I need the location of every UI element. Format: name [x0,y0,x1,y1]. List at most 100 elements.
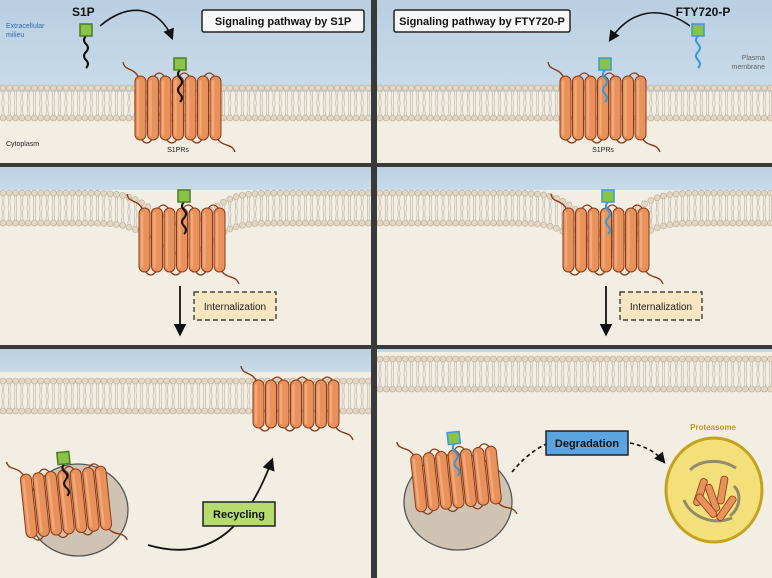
lipid-head [723,114,730,122]
lipid-tail [649,90,653,116]
lipid-tail [272,196,276,221]
lipid-tail [297,90,301,116]
lipid-head [704,385,711,393]
lipid-head [527,114,535,122]
lipid-tail [680,90,684,116]
s1p-phosphate [55,450,71,466]
lipid-head [483,385,491,393]
lipid-tail [756,195,760,221]
lipid-head [12,114,19,122]
lipid-head [754,84,762,92]
receptor-helix [138,207,151,273]
lipid-head [251,114,259,122]
lipid-head [239,377,246,385]
lipid-head [24,114,32,122]
lipid-tail [64,195,68,221]
lipid-head [245,190,252,198]
lipid-tail [454,361,458,387]
receptor-n-terminus [547,61,565,79]
lipid-tail [724,90,729,116]
fty720p-tail [605,201,611,235]
lipid-tail [259,196,263,221]
lipid-tail [266,196,270,221]
lipid-head [226,407,234,415]
lipid-head [767,385,772,393]
lipid-head [439,84,447,92]
lipid-head [132,377,139,385]
lipid-head [0,114,7,122]
receptor-highlight [153,212,156,268]
recycling-box [202,501,276,527]
receptor-highlight [187,80,190,136]
lipid-head [56,84,64,92]
receptor-highlight [212,80,215,136]
lipid-head [389,385,396,393]
lipid-head [314,114,322,122]
lipid-head [6,84,13,92]
lipid-tail [422,90,426,116]
lipid-head [496,219,504,227]
lipid-head [408,114,415,122]
lipid-head [163,407,171,415]
s1p-phosphate [173,57,187,71]
lipid-tail [347,383,352,409]
lipid-head [87,377,95,385]
lipid-tail [272,90,276,116]
lipid-head [490,189,497,197]
lipid-head [697,114,705,122]
lipid-head [679,114,686,122]
lipid-head [62,189,70,197]
lipid-head [56,377,64,385]
lipid-head [56,219,64,227]
lipid-tail [234,90,238,116]
lipid-head [534,114,541,122]
lipid-tail [14,383,18,409]
lipid-head [710,219,718,227]
lipid-head [377,84,384,92]
lipid-tail [234,199,238,224]
lipid-head [490,385,497,393]
fty720p-phosphate [446,430,462,446]
lipid-tail [278,90,282,116]
lipid-head [483,219,491,227]
lipid-head [43,189,51,197]
lipid-tail [409,90,414,116]
lipid-tail [247,383,251,409]
lipid-head [427,189,434,197]
lipid-head [445,355,453,363]
lipid-head [433,189,441,197]
lipid-head [458,219,466,227]
lipid-head [660,222,667,230]
lipid-tail [391,195,395,221]
lipid-tail [718,361,722,387]
lipid-head [125,407,133,415]
lipid-head [672,220,680,228]
receptor-c-terminus [107,527,128,541]
lipid-head [729,189,737,197]
lipid-tail [491,90,495,116]
internalization-box-left [193,291,277,321]
lipid-tail [77,383,81,409]
lipid-head [176,407,183,415]
lipid-tail [26,90,30,116]
receptor-highlight [166,212,169,268]
lipid-head [176,377,183,385]
lipid-head [515,385,522,393]
lipid-head [527,355,535,363]
lipid-head [346,114,353,122]
lipid-head [553,225,560,232]
lipid-head [748,189,756,197]
lipid-head [672,114,680,122]
lipid-tail [611,361,615,387]
lipid-head [75,84,82,92]
lipid-head [339,219,347,227]
receptor-helix [600,207,612,273]
lipid-head [43,377,51,385]
lipid-head [647,385,655,393]
receptor-helix [147,75,159,141]
lipid-tail [472,361,477,387]
lipid-head [540,221,548,229]
lipid-head [452,189,459,197]
lipid-head [226,195,234,203]
lipid-tail [291,90,295,116]
